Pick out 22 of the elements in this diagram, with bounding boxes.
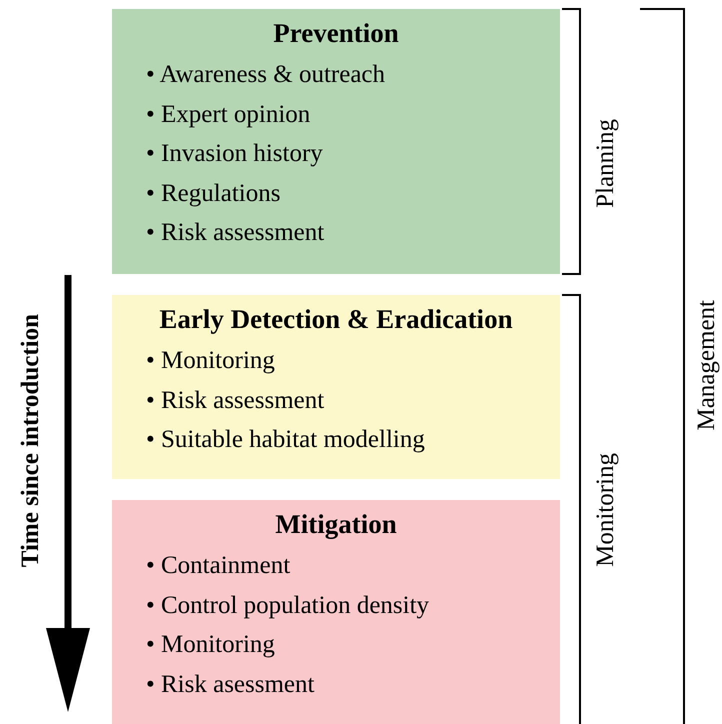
bullet-item: • Control population density: [146, 590, 430, 620]
bullet-item: • Suitable habitat modelling: [146, 425, 426, 455]
stage-box: [112, 295, 560, 479]
stage-heading: Early Detection & Eradication: [158, 303, 514, 336]
bullet-item: • Expert opinion: [146, 100, 312, 130]
stage-box: [112, 500, 560, 724]
bracket-label: Monitoring: [593, 453, 618, 567]
bullet-item: • Containment: [146, 551, 292, 581]
bullet-item: • Monitoring: [146, 630, 276, 660]
bullet-item: • Invasion history: [146, 139, 324, 169]
bullet-item: • Monitoring: [146, 346, 276, 376]
bullet-item: • Regulations: [146, 178, 282, 208]
bullet-item: • Risk assessment: [146, 218, 326, 248]
bracket-label: Planning: [593, 118, 618, 208]
bullet-item: • Risk asessment: [146, 670, 316, 700]
bullet-item: • Awareness & outreach: [146, 60, 386, 90]
axis-label: Time since introduction: [18, 314, 43, 567]
stage-heading: Prevention: [272, 17, 400, 50]
bullet-item: • Risk assessment: [146, 386, 326, 416]
bracket-label: Management: [694, 300, 719, 430]
stage-box: [112, 9, 560, 274]
stage-heading: Mitigation: [274, 508, 398, 541]
